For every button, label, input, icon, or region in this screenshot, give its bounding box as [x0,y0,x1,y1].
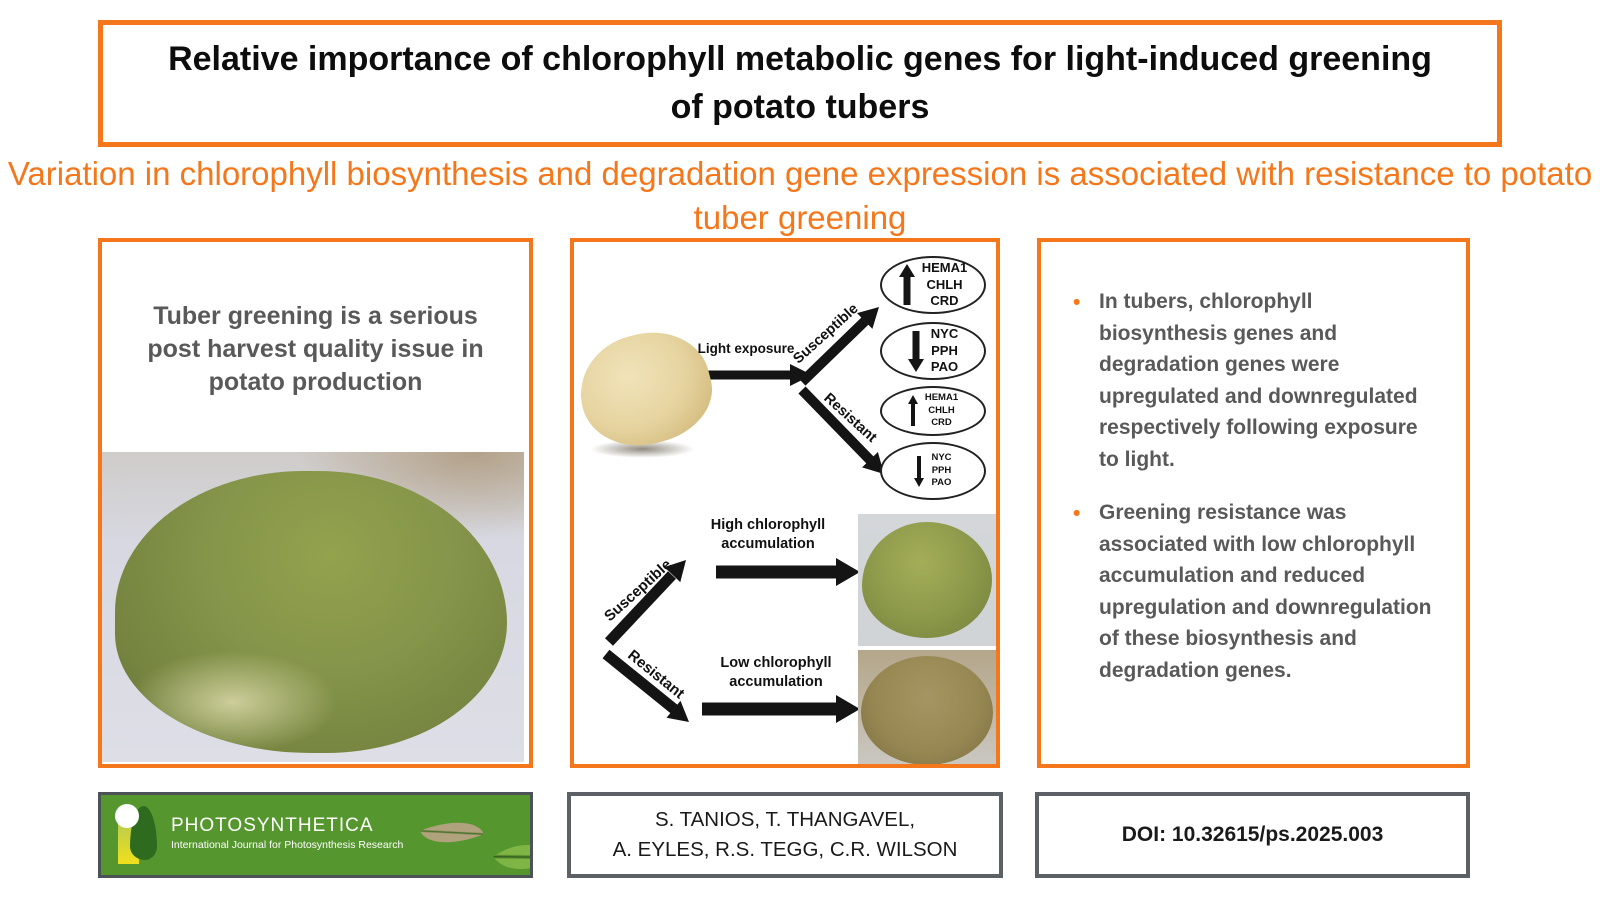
susceptible-top-arrow [798,307,879,386]
high-accumulation-arrow [716,558,860,586]
tuber-photo [568,319,723,460]
high-chlorophyll-potato-photo [858,514,996,646]
journal-name: PHOTOSYNTHETICA [171,815,374,836]
gene-list: NYC PPH PAO [931,326,958,377]
gene-name: NYC [930,325,959,341]
journal-tagline: International Journal for Photosynthesis… [171,839,404,851]
page-title: Relative importance of chlorophyll metab… [168,39,1432,126]
up-arrow-icon [907,395,918,426]
authors-line: S. TANIOS, T. THANGAVEL, [654,808,916,832]
resistant-top-arrow [798,386,884,474]
flow-arrows [602,307,884,723]
findings-list: In tubers, chlorophyll biosynthesis gene… [1041,242,1466,686]
gene-name: PAO [930,359,959,375]
green-potato-photo [102,452,524,762]
leaf-icon [493,827,530,875]
finding-item: Greening resistance was associated with … [1073,497,1442,686]
degradation-genes-oval-susceptible: NYC PPH PAO [880,322,986,380]
low-chlorophyll-potato-photo [858,650,996,764]
susceptible-lower-arrow [604,560,686,646]
finding-item: In tubers, chlorophyll biosynthesis gene… [1073,286,1442,475]
page-subtitle: Variation in chlorophyll biosynthesis an… [7,155,1593,236]
gene-name: PPH [931,464,952,476]
gene-name: NYC [931,451,952,463]
gene-list: NYC PPH PAO [931,452,951,490]
journal-banner: PHOTOSYNTHETICA International Journal fo… [98,792,533,878]
sun-icon [115,804,139,828]
biosynthesis-genes-oval-susceptible: HEMA1 CHLH CRD [880,256,986,314]
gene-name: CRD [930,293,959,309]
biosynthesis-genes-oval-resistant: HEMA1 CHLH CRD [880,386,986,436]
green-spud-shape [862,521,992,639]
light-exposure-label: Light exposure [697,341,795,356]
down-arrow-icon [907,331,924,372]
resistant-lower-arrow [602,649,689,722]
doi-text: DOI: 10.32615/ps.2025.003 [1121,823,1384,846]
panel-problem: Tuber greening is a serious post harvest… [98,238,533,768]
gene-name: PAO [931,477,952,489]
title-box: Relative importance of chlorophyll metab… [98,20,1502,147]
doi-box: DOI: 10.32615/ps.2025.003 [1035,792,1470,878]
light-exposure-arrow [706,364,812,386]
gene-list: HEMA1 CHLH CRD [925,392,958,430]
gene-name: HEMA1 [924,391,959,403]
gene-list: HEMA1 CHLH CRD [922,260,968,311]
degradation-genes-oval-resistant: NYC PPH PAO [880,442,986,500]
down-arrow-icon [914,456,925,487]
panel-diagram: Light exposure Susceptible Resistant HEM… [568,238,1000,768]
up-arrow-icon [898,264,915,305]
problem-statement: Tuber greening is a serious post harvest… [147,302,484,396]
gene-name: CHLH [926,276,963,292]
gene-name: PPH [931,342,958,358]
journal-logo [115,804,163,866]
gene-name: CRD [931,417,952,429]
high-chlorophyll-label: High chlorophyll accumulation [710,517,826,552]
authors-line: A. EYLES, R.S. TEGG, C.R. WILSON [612,838,958,861]
green-potato-shape [114,470,508,753]
tuber-shadow [590,440,695,458]
low-accumulation-arrow [702,695,860,723]
low-chlorophyll-label: Low chlorophyll accumulation [720,655,832,690]
gene-name: CHLH [928,404,955,416]
leaf-icon [420,809,484,856]
panel-findings: In tubers, chlorophyll biosynthesis gene… [1037,238,1470,768]
tan-spud-shape [860,655,994,764]
authors-box: S. TANIOS, T. THANGAVEL, A. EYLES, R.S. … [567,792,1003,878]
gene-name: HEMA1 [921,259,968,275]
